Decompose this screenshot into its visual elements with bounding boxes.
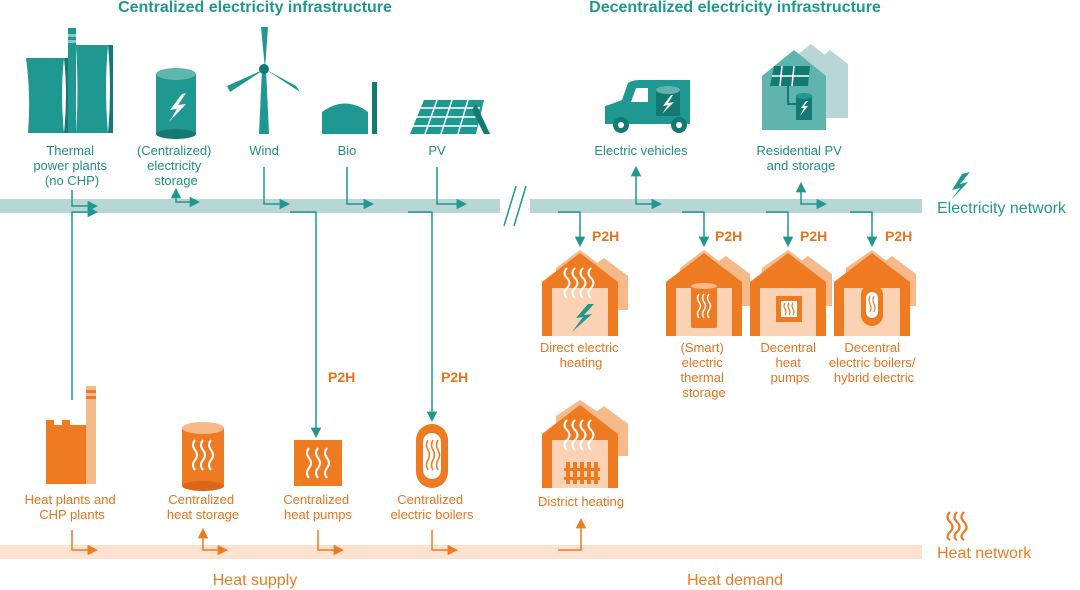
thermal-storage-icon [666,250,750,336]
network-break-mark [500,185,530,227]
header-decentralized: Decentralized electricity infrastructure [589,0,881,16]
p2h-label: P2H [328,369,355,385]
district-heating-label: District heating [538,494,624,509]
header-centralized: Centralized electricity infrastructure [118,0,392,16]
flow-arrow [766,211,794,248]
heat-network-bar [0,545,922,559]
heat-storage-icon [182,422,224,491]
heat-supply-label: Heat supply [213,572,298,589]
flow-arrow [408,211,438,423]
central-boiler-label: Centralized electric boilers [390,492,474,522]
solar-panel-icon [410,99,490,135]
electricity-network-icon [951,172,970,200]
bio-label: Bio [338,143,357,158]
residential-pv-icon [762,44,848,130]
electric-boilers-label: Decentral electric boilers/ hybrid elect… [829,340,919,385]
flow-arrow [263,167,291,210]
flow-arrow [795,181,828,210]
flow-arrow [317,530,345,556]
pv-label: PV [428,143,446,158]
flow-arrow [850,211,878,248]
flow-arrow [558,517,587,551]
p2h-label: P2H [441,369,468,385]
flow-arrow [431,530,459,556]
residential-pv-label: Residential PV and storage [757,143,846,173]
chp-plant-label: Heat plants and CHP plants [25,492,120,522]
flow-arrow [170,187,201,208]
p2h-label: P2H [800,228,827,244]
p2h-label: P2H [592,228,619,244]
heat-demand-label: Heat demand [687,572,783,589]
thermal-storage-label: (Smart) electric thermal storage [681,340,728,400]
chp-plant-icon [46,386,96,484]
thermal-plant-icon [26,28,113,133]
electric-boiler-icon [834,250,916,336]
central-boiler-icon [416,424,448,488]
heat-pump-icon [750,250,832,336]
flow-arrow [71,530,99,556]
electricity-network-bar [0,199,922,213]
electricity-network-label: Electricity network [937,200,1067,217]
electric-vehicles-label: Electric vehicles [594,143,688,158]
p2h-label: P2H [715,228,742,244]
flow-arrow [71,190,99,212]
heat-network-label: Heat network [937,545,1032,562]
flow-arrow [197,527,229,556]
flow-arrow [346,167,375,210]
central-heat-pump-label: Centralized heat pumps [283,492,352,522]
p2h-label: P2H [885,228,912,244]
battery-icon [156,68,196,139]
flow-arrow [290,211,322,439]
direct-heating-label: Direct electric heating [540,340,622,370]
district-heating-icon [542,400,628,488]
flow-arrow [558,211,586,248]
wind-label: Wind [249,143,279,158]
flow-arrow [630,165,663,210]
electric-vehicle-icon [605,80,690,133]
flow-arrow [71,206,99,400]
biogas-icon [322,82,377,134]
heat-pumps-label: Decentral heat pumps [760,340,819,385]
heat-flow-arrows [71,517,587,556]
flow-arrow [436,167,468,210]
battery-label: (Centralized) electricity storage [137,143,215,188]
heat-network-icon [946,511,968,541]
central-heat-pump-icon [294,440,342,486]
flow-arrow [682,211,710,248]
wind-turbine-icon [227,27,300,134]
thermal-plant-label: Thermal power plants (no CHP) [33,143,110,188]
heat-storage-label: Centralized heat storage [167,492,239,522]
electricity-flow-arrows [71,165,878,439]
direct-heating-icon [542,250,628,336]
